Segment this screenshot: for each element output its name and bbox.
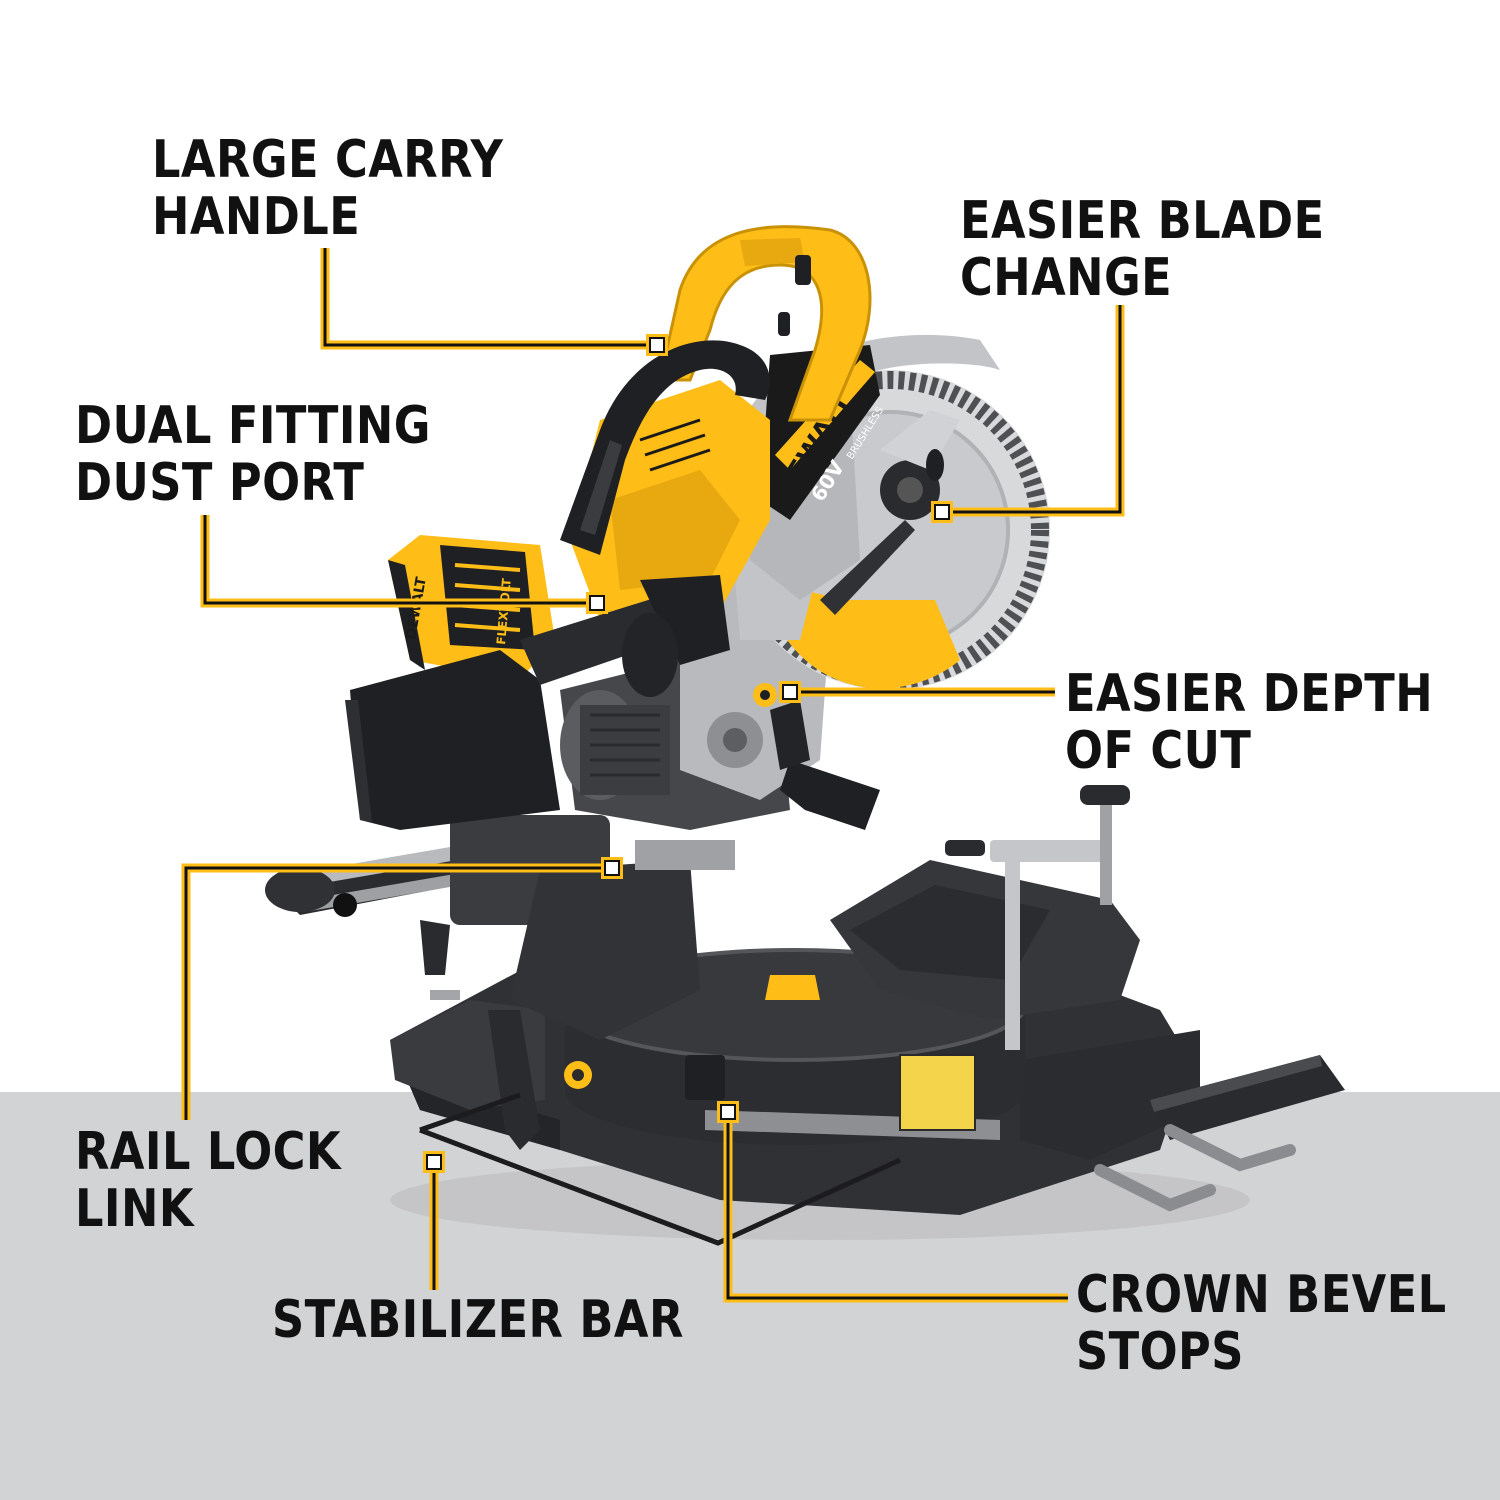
saw-body-yellow <box>560 225 872 620</box>
leader-lines <box>181 248 1125 1303</box>
callout-crown-bevel-line1: CROWN BEVEL <box>1076 1265 1447 1325</box>
callout-rail-lock-line2: LINK <box>75 1179 194 1239</box>
callout-depth-of-cut-line2: OF CUT <box>1065 721 1252 781</box>
callout-blade-change-line1: EASIER BLADE <box>960 191 1325 251</box>
callout-blade-change-line2: CHANGE <box>960 248 1173 308</box>
marker-carry-handle <box>646 334 668 356</box>
callout-rail-lock-line1: RAIL LOCK <box>75 1122 342 1182</box>
callout-dust-port-line1: DUAL FITTING <box>75 396 431 456</box>
stabilizer-wire <box>419 1127 902 1246</box>
marker-crown-bevel <box>717 1101 739 1123</box>
callout-stabilizer-bar: STABILIZER BAR <box>272 1292 684 1349</box>
callout-depth-of-cut-line1: EASIER DEPTH <box>1065 664 1434 724</box>
callout-rail-lock: RAIL LOCK LINK <box>75 1124 341 1238</box>
callout-depth-of-cut: EASIER DEPTH OF CUT <box>1065 666 1433 780</box>
callout-blade-change: EASIER BLADE CHANGE <box>960 193 1325 307</box>
callout-crown-bevel-line2: STOPS <box>1076 1322 1244 1382</box>
dust-port <box>345 575 730 830</box>
callout-carry-handle-line1: LARGE CARRY <box>152 130 504 190</box>
marker-rail-lock <box>601 857 623 879</box>
marker-dust-port <box>586 592 608 614</box>
callout-dust-port-line2: DUST PORT <box>75 453 365 513</box>
battery-label-text: FLEXVOLT <box>494 577 514 645</box>
callout-dust-port: DUAL FITTING DUST PORT <box>75 398 431 512</box>
callout-stabilizer-bar-line1: STABILIZER BAR <box>272 1290 684 1350</box>
marker-stabilizer-bar <box>423 1151 445 1173</box>
callout-crown-bevel: CROWN BEVEL STOPS <box>1076 1267 1447 1381</box>
marker-blade-change <box>931 501 953 523</box>
callout-carry-handle-line2: HANDLE <box>152 187 361 247</box>
marker-depth-of-cut <box>779 681 801 703</box>
callout-markers <box>423 334 953 1173</box>
callout-carry-handle: LARGE CARRY HANDLE <box>152 132 503 246</box>
